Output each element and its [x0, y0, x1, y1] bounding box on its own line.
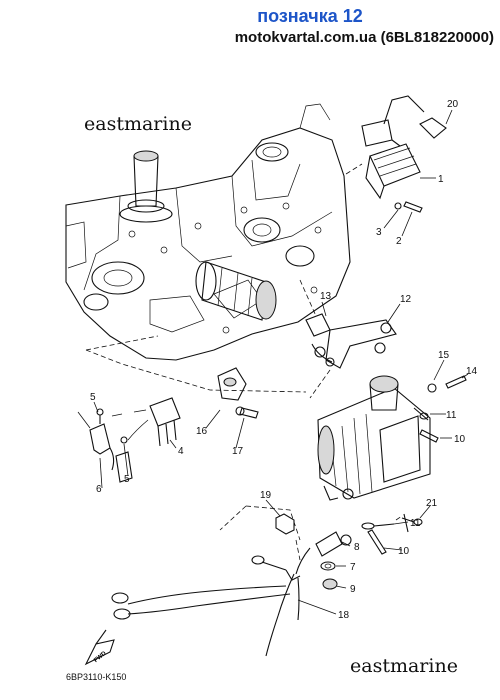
switch-16 [217, 367, 259, 419]
callout-6: 6 [96, 484, 102, 495]
callout-numbers: 20 1 3 2 13 12 15 14 11 10 5 16 17 4 6 5… [90, 99, 478, 621]
bolt-10-top [419, 429, 439, 443]
wire-harness-18 [111, 555, 301, 657]
callout-14: 14 [466, 366, 478, 377]
callout-5: 5 [90, 392, 96, 403]
battery-cable-8 [295, 531, 352, 575]
starter-drive-housing [195, 261, 277, 321]
diagram-code: 6BP3110-K150 [66, 672, 127, 682]
bolt-11-top [413, 407, 429, 421]
starter-motor [317, 375, 431, 501]
callout-7: 7 [350, 562, 356, 573]
callout-1: 1 [438, 174, 444, 185]
crankshaft-top [119, 150, 173, 223]
bolt-11-bottom [361, 522, 395, 530]
rectifier-regulator [361, 95, 447, 213]
nut-19 [275, 513, 295, 535]
callout-21: 21 [426, 498, 438, 509]
watermark-top: eastmarine [84, 113, 192, 135]
callout-10b: 10 [398, 546, 410, 557]
callout-10: 10 [454, 434, 466, 445]
callout-2: 2 [396, 236, 402, 247]
fwd-arrow-icon: FWD [84, 629, 115, 666]
callout-12: 12 [400, 294, 412, 305]
engine-block [65, 103, 351, 361]
callout-19: 19 [260, 490, 272, 501]
callout-13: 13 [320, 291, 332, 302]
washer-15 [427, 383, 437, 393]
bolt-14 [445, 375, 467, 389]
callout-9: 9 [350, 584, 356, 595]
callout-8: 8 [354, 542, 360, 553]
tag-label: позначка 12 [257, 6, 363, 26]
starter-relay [89, 397, 181, 483]
callout-18: 18 [338, 610, 350, 621]
callout-20: 20 [447, 99, 459, 110]
callout-5b: 5 [124, 474, 130, 485]
callout-11b: 11 [410, 518, 421, 529]
source-label: motokvartal.com.ua (6BL818220000) [234, 29, 494, 46]
assembly-lines [85, 163, 403, 561]
callout-17: 17 [232, 446, 244, 457]
callout-16: 16 [196, 426, 208, 437]
callout-15: 15 [438, 350, 450, 361]
starter-bracket [305, 313, 397, 369]
bolt-21 [401, 513, 423, 533]
fwd-label: FWD [93, 650, 108, 664]
leader-lines [77, 109, 469, 615]
watermark-bottom: eastmarine [350, 655, 458, 677]
nut-7 [320, 561, 336, 571]
callout-3: 3 [376, 227, 382, 238]
bolt-10-bottom [367, 529, 387, 555]
washer-9 [322, 578, 338, 590]
callout-4: 4 [178, 446, 184, 457]
callout-11: 11 [446, 410, 457, 421]
